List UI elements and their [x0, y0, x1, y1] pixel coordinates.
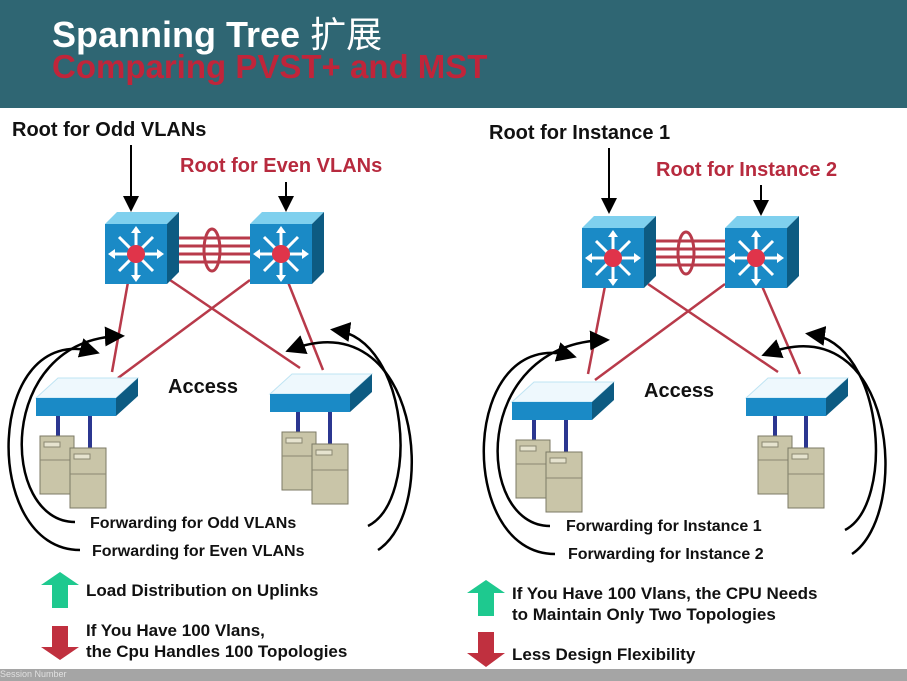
slide-subtitle: Comparing PVST+ and MST	[52, 48, 488, 85]
server-right-1	[515, 439, 583, 513]
down-arrow-icon	[41, 626, 79, 660]
label-access-left: Access	[168, 376, 239, 398]
pro-text-left: Load Distribution on Uplinks	[86, 581, 319, 600]
title-cn: 扩展	[310, 15, 383, 56]
slide-footer: Session Number	[0, 669, 907, 681]
pro-right-line2: to Maintain Only Two Topologies	[512, 605, 776, 624]
server-right-2	[757, 435, 825, 509]
label-forwarding-odd: Forwarding for Odd VLANs	[90, 515, 297, 532]
label-forwarding-instance1: Forwarding for Instance 1	[566, 518, 762, 535]
con-text-left: If You Have 100 Vlans, the Cpu Handles 10…	[86, 620, 347, 662]
label-root-odd-vlans: Root for Odd VLANs	[12, 119, 207, 141]
uplinks-right	[586, 282, 802, 382]
etherchannel-left	[176, 227, 250, 273]
distribution-switch-even-root	[248, 210, 326, 286]
access-switch-left-1	[35, 377, 139, 417]
distribution-switch-instance1-root	[580, 214, 658, 290]
down-arrow-icon	[467, 632, 505, 667]
server-left-2	[281, 431, 349, 505]
access-switch-left-2	[269, 373, 373, 413]
label-root-instance1: Root for Instance 1	[489, 122, 671, 144]
con-left-line1: If You Have 100 Vlans,	[86, 621, 265, 640]
con-left-line2: the Cpu Handles 100 Topologies	[86, 642, 348, 661]
forward-arrow-odd-left	[20, 326, 125, 524]
server-left-1	[39, 435, 107, 509]
right-topology	[482, 148, 887, 556]
label-forwarding-even: Forwarding for Even VLANs	[92, 543, 305, 560]
slide-header: Spanning Tree 扩展 Comparing PVST+ and MST	[0, 0, 907, 108]
session-number: Session Number	[0, 669, 67, 679]
up-arrow-icon	[41, 572, 79, 608]
forward-arrow-even-left	[7, 338, 100, 552]
up-arrow-icon	[467, 580, 505, 616]
etherchannel-right	[653, 230, 725, 276]
con-text-right: Less Design Flexibility	[512, 645, 696, 664]
label-access-right: Access	[644, 380, 715, 402]
label-root-instance2: Root for Instance 2	[656, 159, 838, 181]
access-switch-right-1	[511, 381, 615, 421]
pro-right-line1: If You Have 100 Vlans, the CPU Needs	[512, 584, 818, 603]
pro-text-right: If You Have 100 Vlans, the CPU Needs to M…	[512, 583, 818, 625]
forward-arrow-inst2-right	[761, 339, 887, 556]
slide-title: Spanning Tree 扩展	[52, 6, 382, 58]
title-text: Spanning Tree	[52, 14, 301, 55]
forward-arrow-inst1-right	[805, 326, 878, 532]
access-switch-right-2	[745, 377, 849, 417]
forward-arrow-even-right	[285, 335, 413, 552]
left-topology	[7, 145, 413, 552]
distribution-switch-instance2-root	[723, 214, 801, 290]
forward-arrow-odd-right	[330, 322, 402, 528]
label-root-even-vlans: Root for Even VLANs	[180, 155, 383, 177]
uplinks-left	[110, 278, 325, 380]
forward-arrow-inst2-left	[482, 342, 577, 556]
distribution-switch-odd-root	[103, 210, 181, 286]
label-forwarding-instance2: Forwarding for Instance 2	[568, 546, 764, 563]
